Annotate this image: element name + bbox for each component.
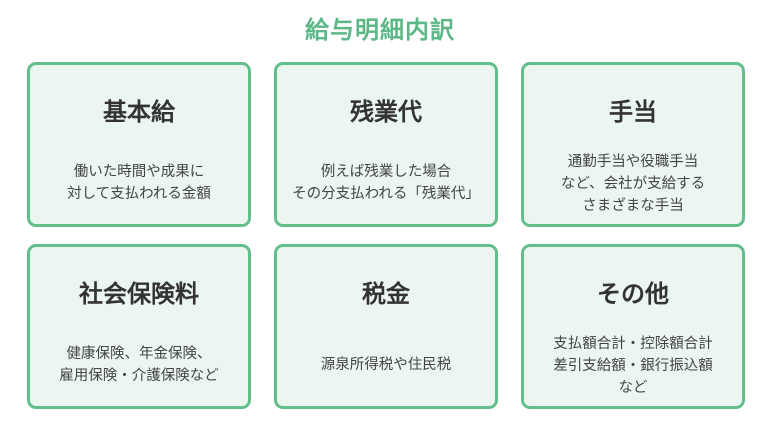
card-description: 源泉所得税や住民税 [277, 354, 495, 376]
card-base-salary: 基本給 働いた時間や成果に 対して支払われる金額 [27, 62, 251, 227]
card-title: 社会保険料 [79, 280, 199, 308]
card-overtime-pay: 残業代 例えば残業した場合 その分支払われる「残業代」 [274, 62, 498, 227]
description-line: 差引支給額・銀行振込額 [553, 358, 713, 374]
description-line: その分支払われる「残業代」 [292, 186, 480, 202]
description-line: 健康保険、年金保険、 [66, 346, 212, 362]
description-line: さまざまな手当 [582, 198, 684, 214]
description-line: 対して支払われる金額 [67, 186, 211, 202]
card-title: 残業代 [350, 98, 422, 126]
card-description: 例えば残業した場合 その分支払われる「残業代」 [277, 161, 495, 205]
card-taxes: 税金 源泉所得税や住民税 [274, 244, 498, 409]
page-title: 給与明細内訳 [305, 16, 455, 44]
description-line: 通勤手当や役職手当 [567, 154, 699, 170]
description-line: など [618, 380, 648, 396]
description-line: 源泉所得税や住民税 [320, 357, 452, 373]
description-line: 雇用保険・介護保険など [59, 368, 219, 384]
card-allowances: 手当 通勤手当や役職手当 など、会社が支給する さまざまな手当 [521, 62, 745, 227]
card-description: 健康保険、年金保険、 雇用保険・介護保険など [30, 343, 248, 387]
card-description: 支払額合計・控除額合計 差引支給額・銀行振込額 など [524, 333, 742, 399]
description-line: 支払額合計・控除額合計 [553, 336, 713, 352]
card-title: 手当 [609, 98, 657, 126]
description-line: など、会社が支給する [560, 176, 706, 192]
description-line: 例えば残業した場合 [320, 164, 452, 180]
card-description: 通勤手当や役職手当 など、会社が支給する さまざまな手当 [524, 151, 742, 217]
card-description: 働いた時間や成果に 対して支払われる金額 [30, 161, 248, 205]
description-line: 働いた時間や成果に [73, 164, 205, 180]
card-others: その他 支払額合計・控除額合計 差引支給額・銀行振込額 など [521, 244, 745, 409]
card-social-insurance: 社会保険料 健康保険、年金保険、 雇用保険・介護保険など [27, 244, 251, 409]
card-title: 税金 [362, 280, 410, 308]
card-title: その他 [597, 280, 669, 308]
card-title: 基本給 [103, 98, 175, 126]
